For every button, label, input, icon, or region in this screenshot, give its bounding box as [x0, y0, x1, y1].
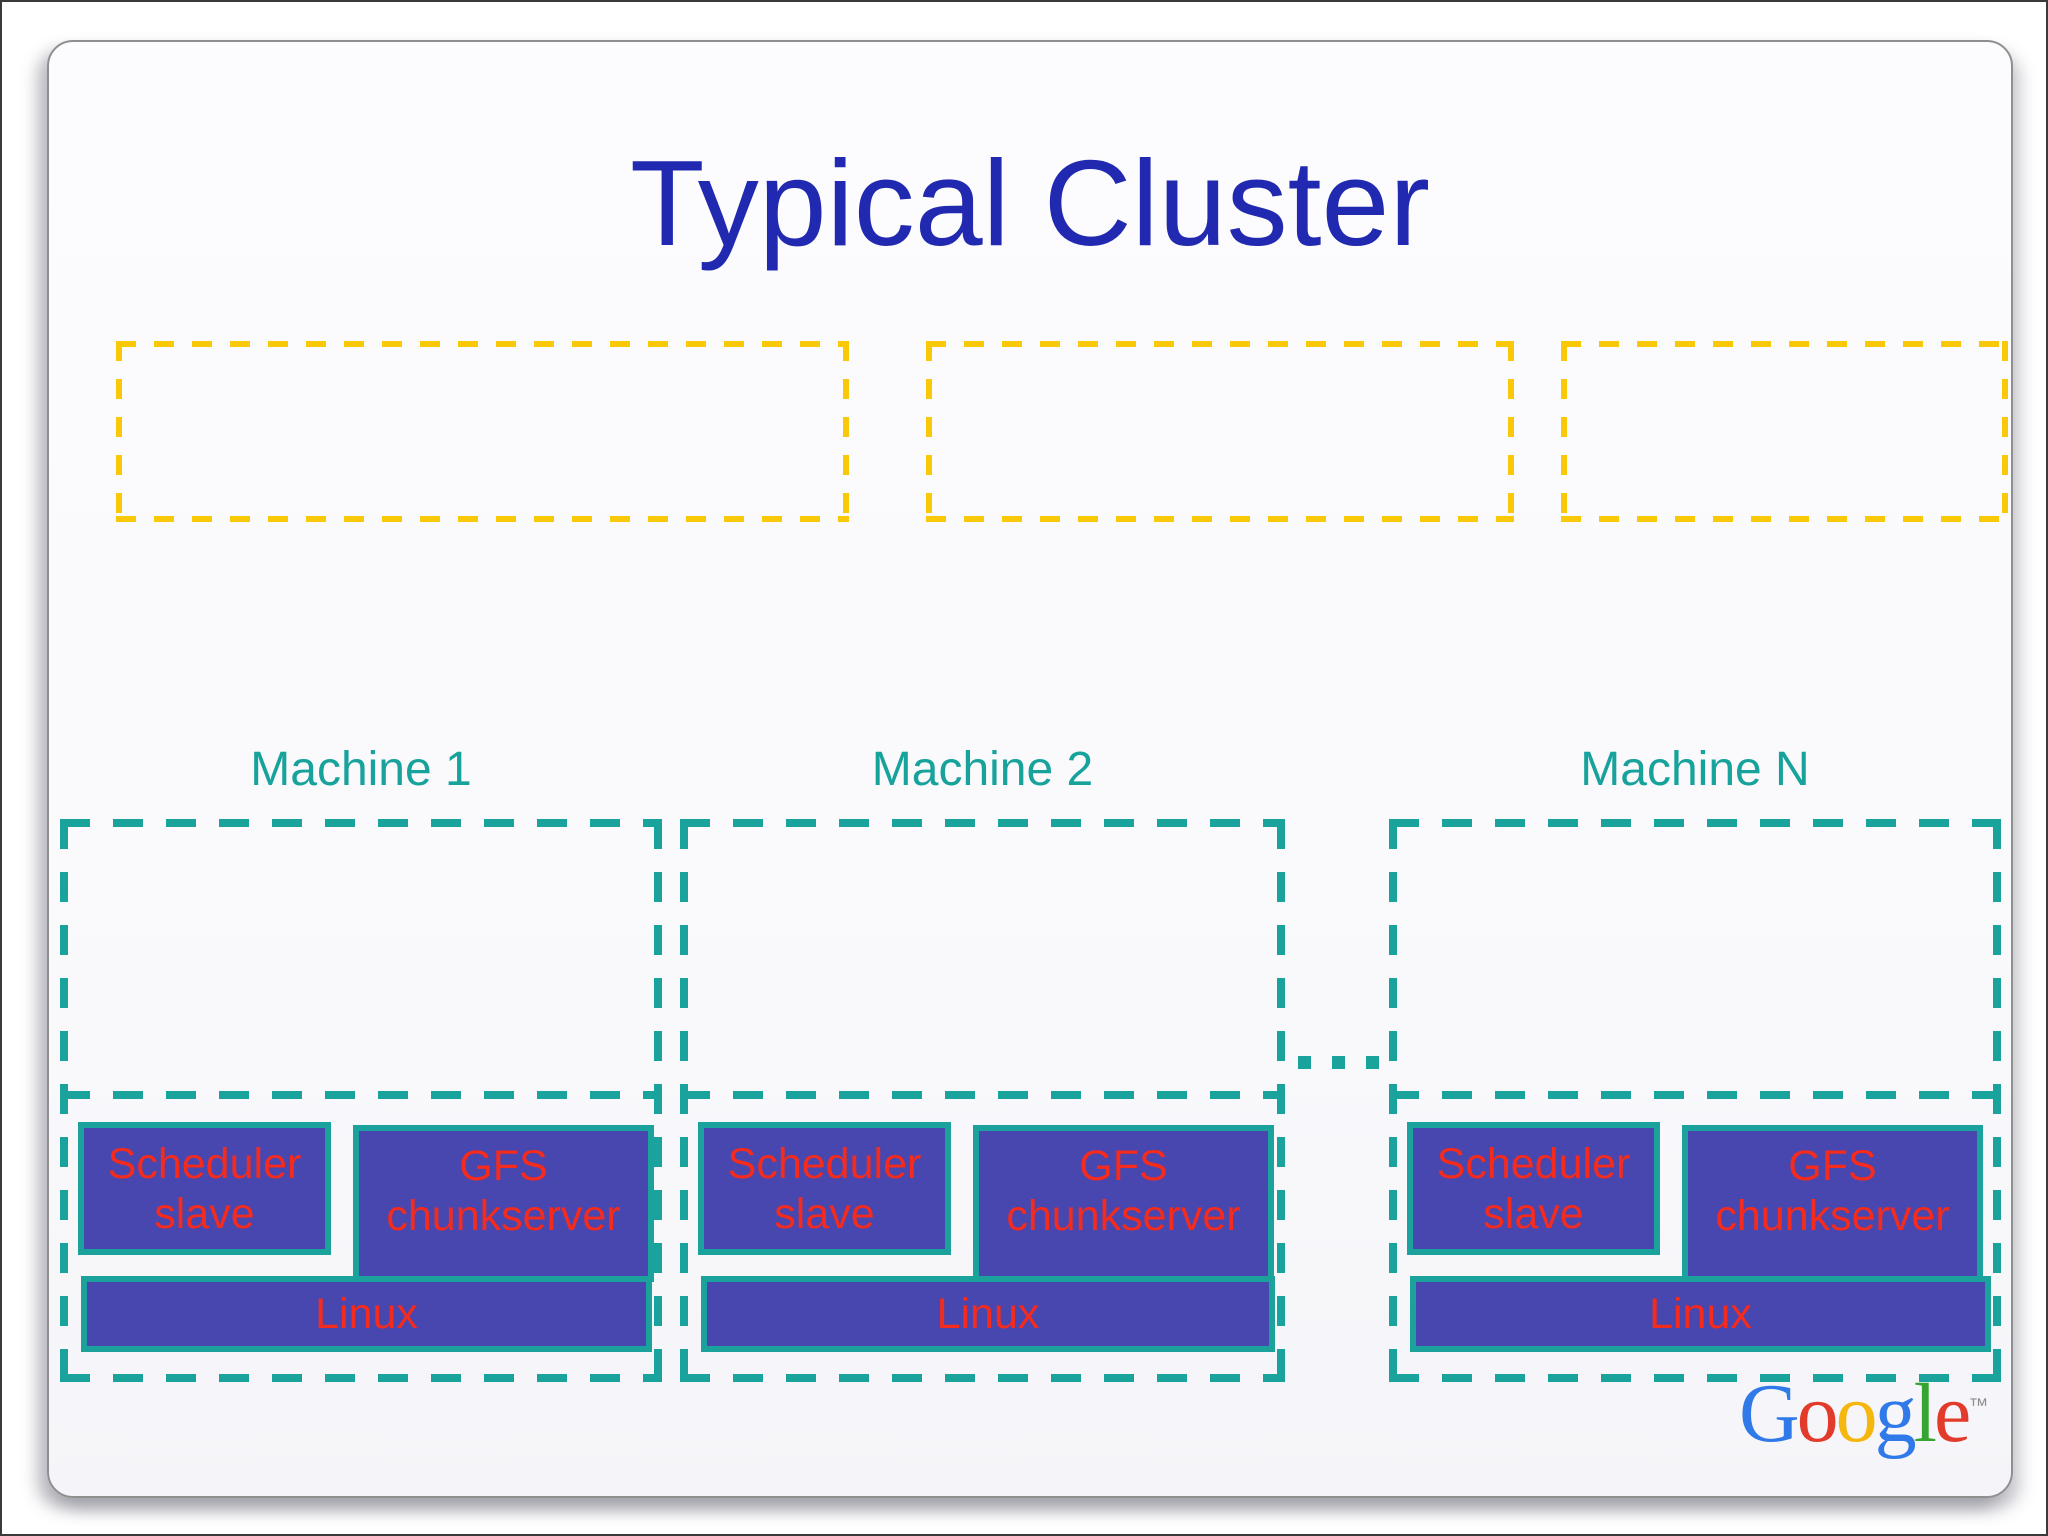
scheduler-slave-box: Scheduler slave: [698, 1122, 951, 1255]
google-logo-letter: l: [1913, 1367, 1937, 1460]
scheduler-slave-line2: slave: [1483, 1189, 1584, 1238]
google-logo-letter: o: [1835, 1367, 1878, 1460]
gfs-chunkserver-line2: chunkserver: [1715, 1192, 1950, 1240]
gfs-chunkserver-box: GFS chunkserver: [353, 1125, 654, 1282]
machine-2-box: Scheduler slave GFS chunkserver Linux: [680, 819, 1285, 1382]
linux-label: Linux: [936, 1290, 1040, 1338]
gfs-chunkserver-line1: GFS: [1079, 1142, 1168, 1190]
machine-n-box: Scheduler slave GFS chunkserver Linux: [1389, 819, 2001, 1382]
ellipsis-dot: [1332, 1056, 1345, 1069]
google-logo-letter: G: [1739, 1367, 1800, 1460]
linux-box: Linux: [701, 1276, 1275, 1352]
machine-n-label: Machine N: [1580, 743, 1810, 796]
google-logo-letter: g: [1874, 1367, 1917, 1460]
machine-1-label: Machine 1: [250, 743, 472, 796]
ellipsis-dot: [1366, 1056, 1379, 1069]
machine-2-separator: [680, 1091, 1285, 1099]
machine-n: Machine N Scheduler slave GFS chunkserve…: [1389, 740, 2001, 1392]
gfs-chunkserver-line2: chunkserver: [1006, 1192, 1241, 1240]
ellipsis-dots: [1298, 1056, 1379, 1069]
linux-label: Linux: [315, 1290, 418, 1338]
placeholder-box-3: [1561, 341, 2008, 522]
gfs-chunkserver-box: GFS chunkserver: [1682, 1125, 1983, 1282]
gfs-chunkserver-box: GFS chunkserver: [973, 1125, 1274, 1282]
scheduler-slave-box: Scheduler slave: [1407, 1122, 1660, 1255]
slide: Typical Cluster Machine 1 Scheduler slav…: [47, 40, 2013, 1498]
scheduler-slave-line1: Scheduler: [107, 1139, 302, 1188]
machine-n-separator: [1389, 1091, 2001, 1099]
machine-1-separator: [60, 1091, 662, 1099]
linux-box: Linux: [1410, 1276, 1991, 1352]
placeholder-box-1: [116, 341, 849, 522]
linux-label: Linux: [1649, 1290, 1752, 1338]
ellipsis-dot: [1298, 1056, 1311, 1069]
scheduler-slave-line1: Scheduler: [727, 1139, 922, 1188]
machine-2: Machine 2 Scheduler slave GFS chunkserve…: [680, 740, 1285, 1392]
gfs-chunkserver-line1: GFS: [1788, 1142, 1877, 1190]
google-logo-letter: o: [1796, 1367, 1839, 1460]
scheduler-slave-line2: slave: [774, 1189, 875, 1238]
page-title: Typical Cluster: [629, 135, 1431, 271]
trademark-symbol: ™: [1968, 1395, 1989, 1417]
scheduler-slave-line1: Scheduler: [1436, 1139, 1631, 1188]
placeholder-box-2: [926, 341, 1514, 522]
scheduler-slave-line2: slave: [154, 1189, 255, 1238]
scheduler-slave-box: Scheduler slave: [78, 1122, 331, 1255]
gfs-chunkserver-line2: chunkserver: [386, 1192, 621, 1240]
google-logo-letter: e: [1934, 1367, 1971, 1460]
linux-box: Linux: [81, 1276, 652, 1352]
machine-1: Machine 1 Scheduler slave GFS chunkserve…: [60, 740, 662, 1392]
gfs-chunkserver-line1: GFS: [459, 1142, 548, 1190]
machine-1-box: Scheduler slave GFS chunkserver Linux: [60, 819, 662, 1382]
machine-2-label: Machine 2: [871, 743, 1094, 796]
google-logo: Google™: [1739, 1372, 2029, 1456]
